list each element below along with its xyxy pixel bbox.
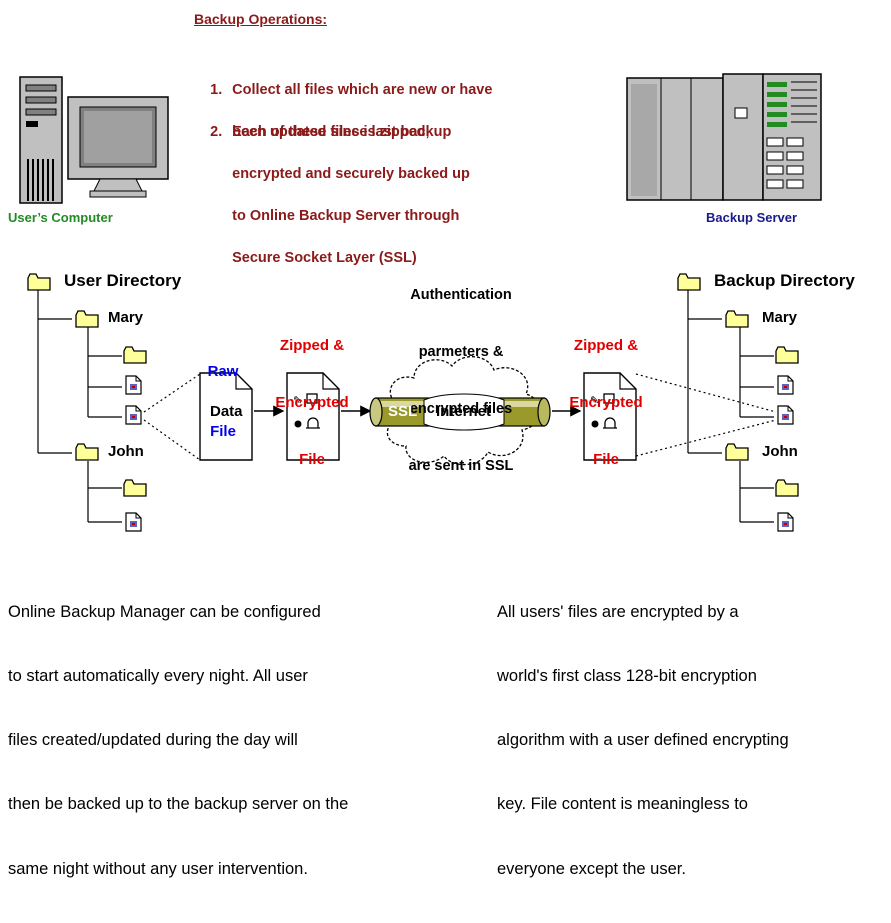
user-subfolder-icon [123,346,147,364]
svg-text:✎: ✎ [590,394,599,407]
step-2-line-2: encrypted and securely backed up [232,166,470,182]
step-2-line-4: Secure Socket Layer (SSL) [232,250,417,266]
backup-mary-label: Mary [762,309,798,326]
ssl-label: SSL [388,403,418,420]
user-john-label: John [108,443,144,460]
raw-file-label: Raw File [207,363,239,440]
backup-directory-title: Backup Directory [714,271,855,290]
backup-john-subfolder-icon [775,479,799,497]
step-2-line-3: to Online Backup Server through [232,208,460,224]
zipped-label-left: Zipped & Encrypted File [275,337,349,468]
backup-john-file-icon [777,512,794,532]
encrypted-document-icon: ✎ [286,372,340,461]
operations-title: Backup Operations: [194,11,328,27]
user-mary-label: Mary [108,309,144,326]
step-2-line-1: Each of these files is zipped, [232,124,430,140]
zipped-label-right: Zipped & Encrypted File [569,337,643,468]
user-selected-file-icon [125,405,142,425]
desktop-computer-icon [19,76,169,204]
raw-doc-text: Data [210,403,243,420]
server-caption: Backup Server [706,210,798,225]
raw-data-document-icon [199,372,253,461]
encrypted-backup-document-icon: ✎ [583,372,637,461]
backup-subfolder-icon [775,346,799,364]
step-2-number: 2. [210,124,223,140]
internet-label: Internet [436,403,492,420]
zoom-lines [143,373,777,461]
operation-step-2: 2. Each of these files is zipped, encrypt… [194,101,470,290]
user-mary-folder-icon [75,310,99,328]
step-1-line-2: been updated since last backup [232,124,452,140]
backup-file-icon [777,375,794,395]
user-root-folder-icon [27,273,51,291]
backup-john-folder-icon [725,443,749,461]
user-directory-tree [27,273,147,532]
computer-caption: User’s Computer [8,210,113,225]
backup-selected-file-icon [777,405,794,425]
server-rack-icon [626,73,822,201]
internet-label-box [423,393,505,431]
backup-flow: ✎ ✎ [27,273,799,532]
auth-label: Authentication parmeters & encrypted fil… [408,287,514,474]
right-paragraph: All users' files are encrypted by a worl… [497,602,789,878]
backup-diagram: Backup Operations: 1. Collect all files w… [8,11,855,878]
svg-text:✎: ✎ [293,394,302,407]
step-1-line-1: Collect all files which are new or have [232,82,493,98]
user-john-subfolder-icon [123,479,147,497]
user-john-folder-icon [75,443,99,461]
user-john-file-icon [125,512,142,532]
user-file-icon [125,375,142,395]
backup-root-folder-icon [677,273,701,291]
backup-mary-folder-icon [725,310,749,328]
operation-step-1: 1. Collect all files which are new or hav… [194,59,492,164]
backup-john-label: John [762,443,798,460]
left-paragraph: Online Backup Manager can be configured … [8,602,349,878]
step-1-number: 1. [210,82,223,98]
backup-directory-tree [677,273,799,532]
user-directory-title: User Directory [64,271,182,290]
